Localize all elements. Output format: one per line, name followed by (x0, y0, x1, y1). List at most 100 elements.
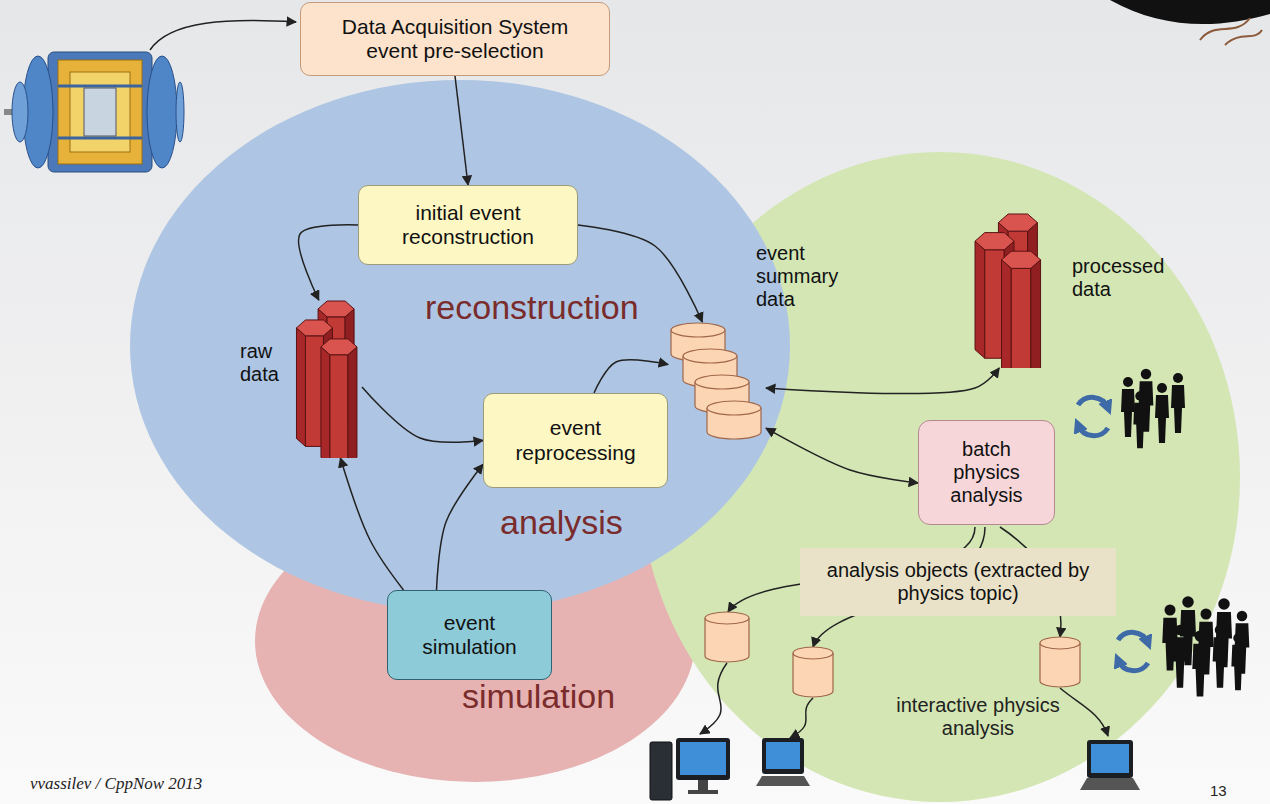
person-body (1213, 637, 1228, 687)
storage-icon (290, 300, 362, 458)
column-face (330, 355, 348, 458)
node-label: analysis objects (extracted by physics t… (808, 559, 1108, 605)
column-face (296, 328, 305, 447)
corner-swoosh (1110, 0, 1270, 24)
drawing-rect (84, 88, 116, 136)
processed-data-store: processed data (968, 213, 1046, 368)
drawing-rect (762, 738, 804, 774)
person-head (1201, 609, 1212, 620)
batch-analysis-box: batch physics analysis (918, 420, 1055, 525)
drawing-path (1080, 778, 1140, 790)
drawing-rect (688, 790, 718, 794)
person-head (1123, 377, 1133, 387)
summary-data-store: event summary data (668, 322, 766, 440)
region-ellipse (255, 500, 695, 782)
drawing-rect (48, 52, 152, 172)
raw-data-store: raw data (290, 300, 362, 458)
node-label: event reprocessing (501, 416, 651, 464)
drawing-rect (58, 60, 142, 164)
column-face (348, 347, 357, 458)
column-face (1011, 268, 1031, 368)
drawing-rect (650, 742, 672, 800)
column-face (1002, 260, 1012, 368)
column-top (975, 233, 1014, 250)
process-box: initial event reconstruction (358, 185, 578, 265)
person-head (1175, 625, 1186, 636)
region-title: simulation (462, 677, 615, 716)
person-head (1215, 625, 1226, 636)
drawing-rect (766, 742, 800, 769)
disk-cylinder (707, 401, 761, 439)
computer-icon (650, 738, 730, 800)
region-title: reconstruction (425, 288, 639, 327)
process-box: event reprocessing (483, 393, 668, 488)
drawing-rect (1087, 740, 1133, 778)
page-number: 13 (1210, 782, 1250, 799)
reconstruction-region: reconstruction initial event reconstructi… (130, 80, 790, 612)
person-head (1195, 631, 1206, 642)
readout-arrow (150, 20, 296, 50)
cylinder-top (671, 323, 725, 337)
drawing-rect (70, 72, 130, 152)
drawing-line (58, 137, 142, 140)
simulation-box: event simulation (387, 590, 552, 680)
column-face (1031, 260, 1041, 368)
drawing-rect (1091, 744, 1129, 773)
drawing-ellipse (12, 82, 28, 142)
node-label: raw data (240, 340, 286, 386)
column-top (1002, 251, 1041, 268)
computer-icon (1080, 740, 1140, 790)
person-head (1173, 373, 1183, 383)
cylinder-top (683, 349, 737, 363)
region-title: analysis (500, 503, 623, 542)
node-label: event simulation (405, 611, 535, 659)
column-face (321, 347, 330, 458)
person-head (1233, 633, 1243, 643)
computer-icon (756, 738, 810, 786)
acquisition-box: Data Acquisition System event pre-select… (300, 2, 610, 76)
corner-swirl (1200, 18, 1262, 45)
drawing-ellipse (176, 82, 184, 142)
drawing-path (756, 776, 810, 786)
node-label: batch physics analysis (937, 438, 1037, 507)
person-head (1182, 596, 1194, 608)
storage-icon (668, 322, 766, 440)
cylinder-top (707, 401, 761, 415)
node-label: initial event reconstruction (378, 201, 558, 249)
drawing-rect (680, 742, 726, 775)
person-silhouette (1231, 633, 1244, 690)
column-top (321, 339, 357, 355)
node-label: event summary data (756, 242, 852, 311)
node-label: processed data (1072, 255, 1176, 301)
storage-icon (968, 213, 1046, 368)
hex-column (321, 339, 357, 458)
drawing-ellipse (793, 647, 833, 659)
region-ellipse (130, 80, 790, 612)
detector-illustration (4, 52, 184, 172)
person-head (1141, 369, 1152, 380)
person-head (1237, 611, 1248, 622)
author-footer: vvassilev / CppNow 2013 (30, 774, 330, 794)
column-top (296, 320, 332, 336)
region-ellipse (640, 152, 1240, 802)
drawing-ellipse (705, 612, 749, 624)
note-label: interactive physics analysis (893, 694, 1063, 740)
person-body (1231, 645, 1244, 691)
column-top (318, 301, 354, 317)
cylinder-top (695, 375, 749, 389)
person-head (1157, 383, 1167, 393)
drawing-line (58, 85, 142, 88)
column-top (998, 214, 1037, 231)
person-head (1165, 605, 1176, 616)
simulation-region: simulation event simulation (255, 500, 695, 782)
drawing-rect (698, 780, 708, 790)
column-face (975, 241, 985, 358)
person-head (1218, 598, 1230, 610)
person-body (1192, 644, 1207, 697)
drawing-rect (676, 738, 730, 780)
person-head (1135, 391, 1145, 401)
person-silhouette (1213, 625, 1228, 688)
node-label: Data Acquisition System event pre-select… (330, 15, 580, 63)
